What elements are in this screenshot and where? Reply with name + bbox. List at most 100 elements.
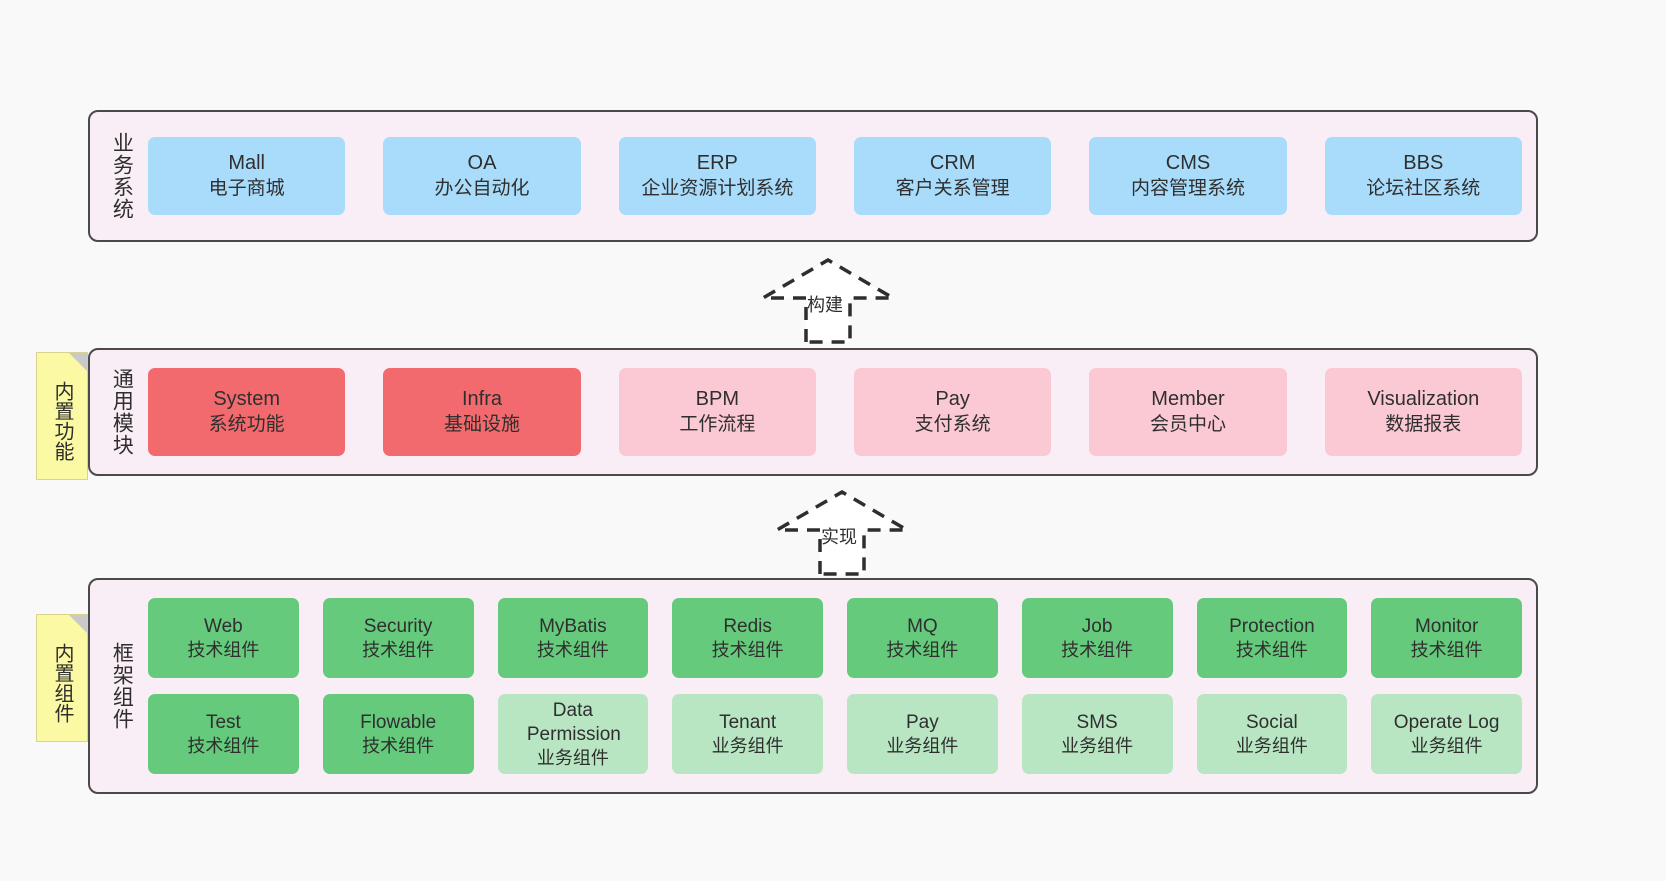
card-title: Member [1151, 388, 1225, 411]
layer-business-system: 业务系统 Mall 电子商城 OA 办公自动化 ERP 企业资源计划系统 CRM [88, 110, 1538, 242]
module-card-pay[interactable]: Pay 支付系统 [853, 368, 1052, 456]
card-title: Web [204, 615, 243, 637]
layer-title-framework-component: 框架组件 [110, 642, 134, 730]
card-subtitle: 技术组件 [362, 639, 435, 660]
card-title: Monitor [1414, 615, 1479, 637]
note-label: 内置功能 [51, 381, 73, 461]
card-title: SMS [1076, 711, 1118, 733]
framework-row-1: Web 技术组件 Security 技术组件 MyBatis 技术组件 Redi… [148, 598, 1522, 678]
arrow-outline [758, 258, 900, 344]
card-title: OA [467, 152, 497, 175]
card-subtitle: 业务组件 [711, 735, 784, 756]
component-card-social[interactable]: Social 业务组件 [1196, 694, 1348, 774]
card-title: MQ [907, 615, 938, 637]
connector-build-arrow [758, 258, 900, 344]
card-title: Social [1246, 711, 1298, 733]
card-subtitle: 系统功能 [208, 413, 285, 435]
card-title: Visualization [1367, 388, 1480, 411]
card-title: System [213, 388, 280, 411]
connector-implement-label: 实现 [821, 527, 857, 547]
card-subtitle: 技术组件 [711, 639, 784, 660]
card-subtitle: 技术组件 [1235, 639, 1308, 660]
card-subtitle: 办公自动化 [434, 177, 530, 199]
component-card-test[interactable]: Test 技术组件 [148, 694, 299, 774]
card-title: Tenant [719, 711, 777, 733]
layer-title-common-module: 通用模块 [110, 368, 134, 456]
card-title: Mall [228, 152, 265, 175]
component-card-mybatis[interactable]: MyBatis 技术组件 [497, 598, 649, 678]
module-card-infra[interactable]: Infra 基础设施 [383, 368, 581, 456]
business-card-erp[interactable]: ERP 企业资源计划系统 [618, 137, 816, 215]
card-title: MyBatis [539, 615, 607, 637]
note-fold-corner [69, 353, 87, 371]
card-title: Protection [1229, 615, 1315, 637]
business-card-row: Mall 电子商城 OA 办公自动化 ERP 企业资源计划系统 CRM 客户关系… [148, 137, 1522, 215]
note-builtin-components: 内置组件 [36, 614, 88, 742]
business-card-mall[interactable]: Mall 电子商城 [148, 137, 346, 215]
component-card-security[interactable]: Security 技术组件 [322, 598, 474, 678]
card-title: CMS [1165, 152, 1211, 175]
card-subtitle: 技术组件 [187, 639, 260, 660]
card-subtitle: 业务组件 [1061, 735, 1134, 756]
component-card-operate-log[interactable]: Operate Log 业务组件 [1371, 694, 1522, 774]
card-title: Operate Log [1393, 711, 1500, 733]
card-subtitle: 数据报表 [1385, 413, 1462, 435]
component-card-monitor[interactable]: Monitor 技术组件 [1371, 598, 1522, 678]
card-subtitle: 技术组件 [362, 735, 435, 756]
module-card-visualization[interactable]: Visualization 数据报表 [1324, 368, 1522, 456]
component-card-redis[interactable]: Redis 技术组件 [672, 598, 823, 678]
layer-body-common-module: System 系统功能 Infra 基础设施 BPM 工作流程 Pay 支付系统… [142, 350, 1536, 474]
card-subtitle: 电子商城 [208, 177, 285, 199]
card-subtitle: 业务组件 [886, 735, 959, 756]
card-subtitle: 业务组件 [536, 747, 609, 768]
layer-body-framework-component: Web 技术组件 Security 技术组件 MyBatis 技术组件 Redi… [142, 580, 1536, 792]
component-card-web[interactable]: Web 技术组件 [148, 598, 299, 678]
card-subtitle: 客户关系管理 [895, 177, 1010, 199]
framework-rows: Web 技术组件 Security 技术组件 MyBatis 技术组件 Redi… [148, 598, 1522, 774]
business-card-bbs[interactable]: BBS 论坛社区系统 [1324, 137, 1522, 215]
card-title: Data Permission [526, 699, 621, 745]
layer-title-business-system: 业务系统 [110, 132, 134, 220]
card-title: Flowable [360, 711, 437, 733]
card-title: Infra [461, 388, 502, 411]
connector-implement-arrow [772, 490, 914, 576]
layer-body-business-system: Mall 电子商城 OA 办公自动化 ERP 企业资源计划系统 CRM 客户关系… [142, 112, 1536, 240]
business-card-crm[interactable]: CRM 客户关系管理 [853, 137, 1052, 215]
card-subtitle: 支付系统 [914, 413, 991, 435]
business-card-oa[interactable]: OA 办公自动化 [383, 137, 581, 215]
module-card-bpm[interactable]: BPM 工作流程 [618, 368, 816, 456]
card-subtitle: 企业资源计划系统 [641, 177, 794, 199]
connector-build: 构建 [758, 258, 908, 350]
business-card-cms[interactable]: CMS 内容管理系统 [1089, 137, 1287, 215]
card-subtitle: 工作流程 [679, 413, 756, 435]
card-title: Pay [935, 388, 970, 411]
component-card-sms[interactable]: SMS 业务组件 [1021, 694, 1173, 774]
card-title: CRM [929, 152, 976, 175]
card-subtitle: 基础设施 [443, 413, 520, 435]
card-subtitle: 业务组件 [1235, 735, 1308, 756]
framework-row-2: Test 技术组件 Flowable 技术组件 Data Permission … [148, 694, 1522, 774]
module-card-system[interactable]: System 系统功能 [148, 368, 346, 456]
module-card-member[interactable]: Member 会员中心 [1089, 368, 1287, 456]
card-subtitle: 内容管理系统 [1130, 177, 1245, 199]
card-title: BBS [1403, 152, 1444, 175]
card-title: Job [1081, 615, 1113, 637]
card-title: ERP [696, 152, 738, 175]
card-subtitle: 会员中心 [1149, 413, 1226, 435]
component-card-tenant[interactable]: Tenant 业务组件 [672, 694, 823, 774]
component-card-pay[interactable]: Pay 业务组件 [847, 694, 998, 774]
card-title: Pay [906, 711, 939, 733]
component-card-data-permission[interactable]: Data Permission 业务组件 [497, 694, 649, 774]
card-subtitle: 业务组件 [1410, 735, 1483, 756]
component-card-flowable[interactable]: Flowable 技术组件 [322, 694, 474, 774]
note-builtin-features: 内置功能 [36, 352, 88, 480]
card-subtitle: 技术组件 [886, 639, 959, 660]
card-subtitle: 论坛社区系统 [1366, 177, 1481, 199]
card-subtitle: 技术组件 [187, 735, 260, 756]
component-card-protection[interactable]: Protection 技术组件 [1196, 598, 1348, 678]
component-card-mq[interactable]: MQ 技术组件 [847, 598, 998, 678]
card-title: Redis [723, 615, 772, 637]
arrow-outline [772, 490, 914, 576]
component-card-job[interactable]: Job 技术组件 [1021, 598, 1173, 678]
